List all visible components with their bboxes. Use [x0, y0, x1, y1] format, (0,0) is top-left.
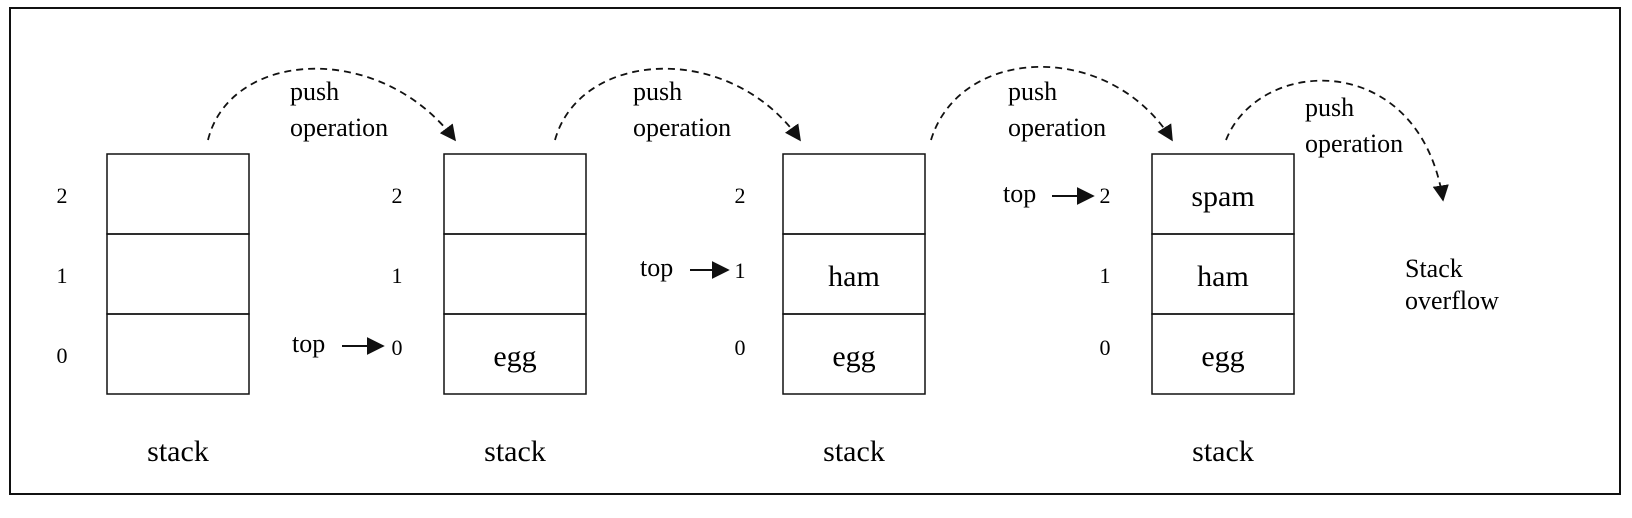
- push-arrow-2: [554, 67, 801, 142]
- stack-overflow-label-line1: Stack: [1405, 254, 1463, 283]
- push-operation-1: push operation: [207, 67, 456, 142]
- stack-1-caption: stack: [147, 435, 209, 468]
- push-label-4-line1: push: [1305, 93, 1354, 122]
- stack-1: 2 1 0 stack: [57, 153, 250, 468]
- stack-3-index-1: 1: [735, 258, 746, 283]
- stack-2-top-label: top: [292, 329, 325, 358]
- push-label-4-line2: operation: [1305, 129, 1403, 158]
- stack-3-index-2: 2: [735, 183, 746, 208]
- stack-3-value-1: ham: [828, 260, 880, 293]
- stack-4-index-0: 0: [1100, 335, 1111, 360]
- stack-1-cell-2: [106, 153, 250, 235]
- stack-2-index-1: 1: [392, 263, 403, 288]
- push-arrow-4: [1225, 79, 1449, 202]
- stack-overflow-label-line2: overflow: [1405, 286, 1499, 315]
- stack-4-value-1: ham: [1197, 260, 1249, 293]
- push-label-2-line1: push: [633, 77, 682, 106]
- stack-2-value-0: egg: [493, 340, 536, 373]
- stack-4-caption: stack: [1192, 435, 1254, 468]
- stack-1-cell-1: [106, 233, 250, 315]
- stack-4: spam ham egg 2 1 0 top stack: [1003, 153, 1295, 468]
- stack-3-top-label: top: [640, 253, 673, 282]
- stack-2-caption: stack: [484, 435, 546, 468]
- push-label-1-line2: operation: [290, 113, 388, 142]
- stack-2-cell-2: [443, 153, 587, 235]
- stack-4-value-0: egg: [1201, 340, 1244, 373]
- stack-4-index-1: 1: [1100, 263, 1111, 288]
- stack-2-cell-1: [443, 233, 587, 315]
- stack-4-index-2: 2: [1100, 183, 1111, 208]
- push-operation-4: push operation: [1225, 79, 1449, 202]
- push-label-3-line2: operation: [1008, 113, 1106, 142]
- stack-3-index-0: 0: [735, 335, 746, 360]
- stack-1-index-0: 0: [57, 343, 68, 368]
- stack-2-cell-0: [443, 313, 587, 395]
- push-operation-2: push operation: [554, 67, 801, 142]
- stack-4-top-label: top: [1003, 179, 1036, 208]
- stack-1-index-1: 1: [57, 263, 68, 288]
- push-arrow-1: [207, 67, 456, 142]
- push-label-3-line1: push: [1008, 77, 1057, 106]
- push-label-2-line2: operation: [633, 113, 731, 142]
- diagram-frame: [9, 7, 1621, 495]
- stack-2-index-2: 2: [392, 183, 403, 208]
- stack-1-index-2: 2: [57, 183, 68, 208]
- stack-2-index-0: 0: [392, 335, 403, 360]
- stack-1-cell-0: [106, 313, 250, 395]
- stack-3-cell-0: [782, 313, 926, 395]
- stack-3-value-0: egg: [832, 340, 875, 373]
- stack-3-cell-2: [782, 153, 926, 235]
- stack-3-caption: stack: [823, 435, 885, 468]
- stack-2: egg 2 1 0 top stack: [292, 153, 587, 468]
- push-arrow-3: [930, 65, 1173, 142]
- stack-4-value-2: spam: [1191, 180, 1254, 213]
- stack-3: ham egg 2 1 0 top stack: [640, 153, 926, 468]
- push-label-1-line1: push: [290, 77, 339, 106]
- stack-4-cell-0: [1151, 313, 1295, 395]
- push-operation-3: push operation: [930, 65, 1173, 142]
